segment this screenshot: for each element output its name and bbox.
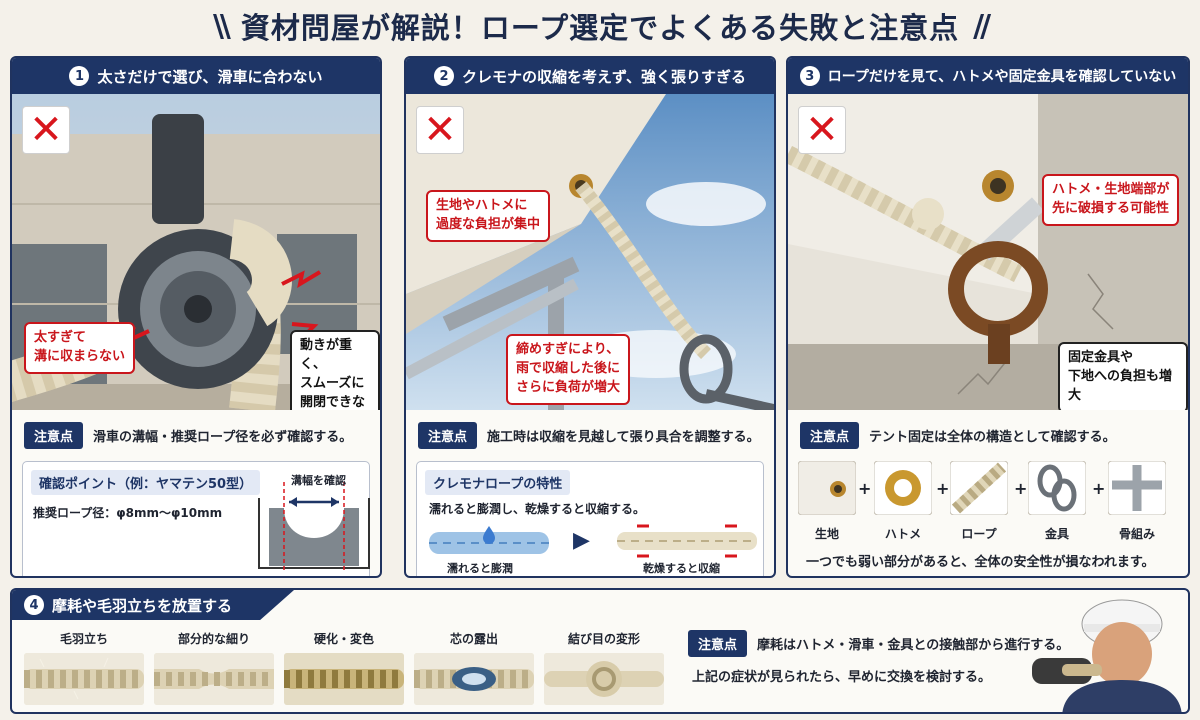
title-deco-right: // [973, 8, 991, 44]
panel-wear: 4 摩耗や毛羽立ちを放置する 毛羽立ち 部分的な細り 硬化・変色 芯の露出 結び… [10, 588, 1190, 714]
note-row: 注意点 滑車の溝幅・推奨ロープ径を必ず確認する。 [12, 410, 380, 455]
replacement-advice: 上記の症状が見られたら、早めに交換を検討する。 [692, 670, 992, 685]
panel-title: 摩耗や毛羽立ちを放置する [52, 596, 233, 615]
panel-header: 2 クレモナの収縮を考えず、強く張りすぎる [406, 58, 774, 94]
dry-label: 乾燥すると収縮 [643, 562, 720, 575]
x-mark-icon: ✕ [798, 106, 846, 154]
note-text: テント固定は全体の構造として確認する。 [869, 430, 1116, 445]
wear-item-thinning: 部分的な細り [154, 630, 274, 705]
callout-hardware-load: 固定金具や下地への負担も増大 [1058, 342, 1188, 410]
wear-item-core-exposed: 芯の露出 [414, 630, 534, 705]
note-tag: 注意点 [800, 422, 860, 449]
structure-parts: 生地 + ハトメ + ロープ + 金具 + 骨組み 一つでも弱い部分があると、全… [788, 455, 1188, 576]
note-tag: 注意点 [418, 422, 478, 449]
dry-rope-icon [617, 524, 757, 558]
callout-too-thick: 太すぎて溝に収まらない [24, 322, 136, 374]
plus-icon: + [858, 479, 872, 498]
wet-rope-icon [429, 526, 549, 554]
check-point-title: 確認ポイント（例：ヤマテン50型） [31, 470, 261, 495]
panel-header: 4 摩耗や毛羽立ちを放置する [12, 590, 294, 620]
panel-title: クレモナの収縮を考えず、強く張りすぎる [462, 67, 746, 86]
panel-number: 3 [799, 66, 820, 86]
part-frame: 骨組み [1107, 460, 1167, 542]
note-tag: 注意点 [24, 422, 84, 449]
arrow-right-icon: ▶ [573, 528, 590, 553]
callout-overtension: 締めすぎにより、雨で収縮した後にさらに負荷が増大 [506, 334, 631, 405]
part-hardware: 金具 [1027, 460, 1087, 542]
cremona-characteristics-box: クレモナロープの特性 濡れると膨潤し、乾燥すると収縮する。 濡れると膨潤 ▶ 乾… [416, 461, 764, 576]
check-point-box: 確認ポイント（例：ヤマテン50型） 推奨ロープ径：φ8mm〜φ10mm 溝幅を確… [22, 461, 370, 576]
title-deco-left: \\ [212, 8, 231, 44]
page-title: 資材問屋が解説！ロープ選定でよくある失敗と注意点 [240, 11, 960, 45]
tent-scene: ✕ 生地やハトメに過度な負担が集中 締めすぎにより、雨で収縮した後にさらに負荷が… [406, 94, 774, 410]
part-eyelet: ハトメ [873, 460, 933, 542]
panel-title: ロープだけを見て、ハトメや固定金具を確認していない [827, 69, 1177, 85]
panel-hardware-check: 3 ロープだけを見て、ハトメや固定金具を確認していない ✕ ハトメ・生地端部が先… [786, 56, 1190, 578]
panel-shrinkage: 2 クレモナの収縮を考えず、強く張りすぎる [404, 56, 776, 578]
panel-pulley-mismatch: 1 太さだけで選び、滑車に合わない [10, 56, 382, 578]
characteristics-text: 濡れると膨潤し、乾燥すると収縮する。 [429, 502, 646, 516]
note-tag: 注意点 [688, 630, 748, 657]
note-text: 滑車の溝幅・推奨ロープ径を必ず確認する。 [93, 430, 353, 445]
part-rope: ロープ [949, 460, 1009, 542]
panel-number: 4 [24, 595, 44, 615]
panel-number: 2 [434, 66, 455, 86]
wear-item-fraying: 毛羽立ち [24, 630, 144, 705]
wet-label: 濡れると膨潤 [447, 562, 513, 575]
callout-eyelet-damage: ハトメ・生地端部が先に破損する可能性 [1042, 174, 1180, 226]
plus-icon: + [1092, 479, 1106, 498]
x-mark-icon: ✕ [22, 106, 70, 154]
panel-header: 3 ロープだけを見て、ハトメや固定金具を確認していない [788, 58, 1188, 94]
note-text: 摩耗はハトメ・滑車・金具との接触部から進行する。 [757, 638, 1070, 653]
plus-icon: + [936, 479, 950, 498]
note-row: 注意点 施工時は収縮を見越して張り具合を調整する。 [406, 410, 774, 455]
panel-title: 太さだけで選び、滑車に合わない [97, 67, 323, 86]
characteristics-title: クレモナロープの特性 [425, 470, 571, 495]
x-mark-icon: ✕ [416, 106, 464, 154]
structure-summary: 一つでも弱い部分があると、全体の安全性が損なわれます。 [806, 555, 1155, 570]
note-text: 施工時は収縮を見越して張り具合を調整する。 [487, 430, 760, 445]
panel-number: 1 [69, 66, 90, 86]
wear-note-row: 注意点 摩耗はハトメ・滑車・金具との接触部から進行する。 [688, 630, 1069, 657]
groove-label: 溝幅を確認 [291, 474, 346, 487]
note-row: 注意点 テント固定は全体の構造として確認する。 [788, 410, 1188, 455]
callout-heavy-motion: 動きが重く、スムーズに開閉できない [290, 330, 380, 410]
wear-item-hardening: 硬化・変色 [284, 630, 404, 705]
worker-illustration [1032, 599, 1182, 712]
part-fabric: 生地 [797, 460, 857, 542]
groove-diagram [258, 482, 370, 572]
callout-eyelet-load: 生地やハトメに過度な負担が集中 [426, 190, 551, 242]
plus-icon: + [1014, 479, 1028, 498]
recommended-diameter: 推奨ロープ径：φ8mm〜φ10mm [33, 506, 223, 520]
title-bar: \\ 資材問屋が解説！ロープ選定でよくある失敗と注意点 // [0, 0, 1200, 52]
panel-header: 1 太さだけで選び、滑車に合わない [12, 58, 380, 94]
wear-item-knot-deform: 結び目の変形 [544, 630, 664, 705]
anchor-scene: ✕ ハトメ・生地端部が先に破損する可能性 固定金具や下地への負担も増大 [788, 94, 1188, 410]
